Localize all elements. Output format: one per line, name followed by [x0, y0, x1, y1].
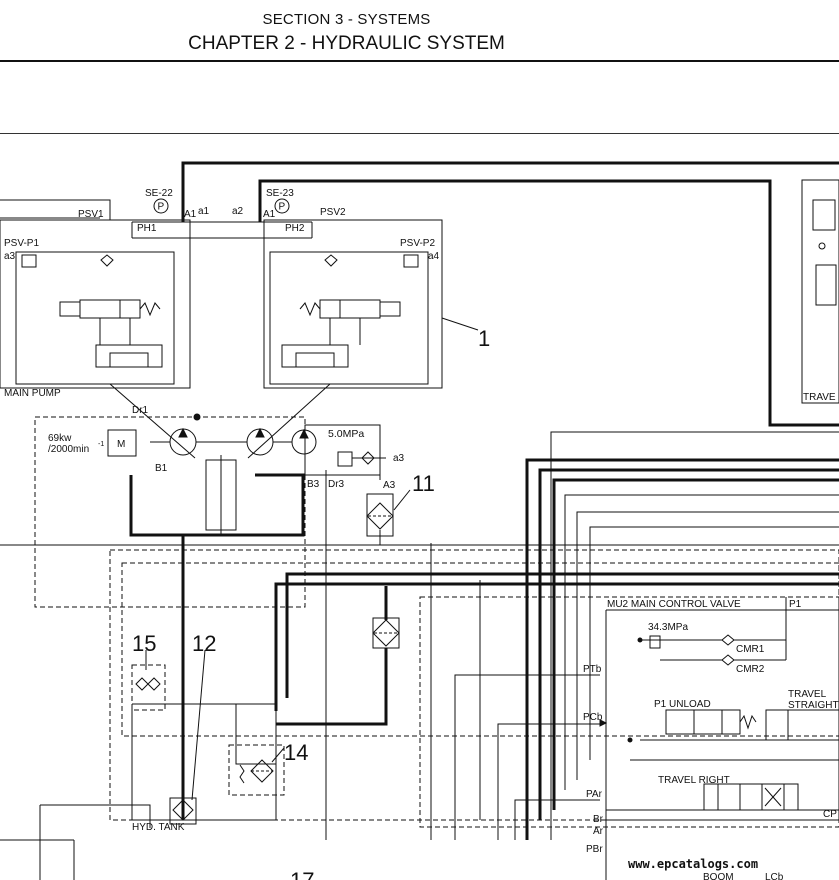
ref-number-11: 11 — [412, 471, 435, 496]
label-power-1: 69kw — [48, 433, 72, 444]
ref-14-leader — [271, 747, 285, 763]
section-divider — [0, 133, 839, 134]
label-power-sup: -1 — [98, 441, 104, 448]
label-psv2: PSV2 — [320, 207, 346, 218]
label-b1: B1 — [155, 463, 168, 474]
ref-12-leader — [191, 649, 206, 801]
label-a1-right: A1 — [263, 209, 276, 220]
label-relief: 34.3MPa — [648, 622, 688, 633]
main-pump-assembly — [0, 219, 443, 389]
ref-number-17: 17 — [290, 868, 314, 880]
label-psv-p2: PSV-P2 — [400, 238, 435, 249]
label-hyd-tank: HYD. TANK — [132, 822, 185, 833]
label-dr3: Dr3 — [328, 479, 345, 490]
motor — [107, 429, 137, 457]
label-ptb: PTb — [583, 664, 602, 675]
main-pressure-lines — [129, 161, 839, 840]
label-sensor-p1: P — [158, 202, 165, 213]
schematic-labels: MAIN PUMP PSV1 PSV2 PSV-P1 PSV-P2 SE-22 … — [4, 188, 839, 880]
travel-motor-block — [801, 179, 839, 404]
label-p1-port: P1 — [789, 599, 802, 610]
label-travel-right: TRAVEL RIGHT — [658, 775, 730, 786]
ref-1-leader — [441, 317, 479, 331]
label-se22: SE-22 — [145, 188, 173, 199]
psv-p1-valve — [21, 254, 37, 268]
label-sensor-p2: P — [279, 202, 286, 213]
servo-valve-left — [59, 254, 163, 368]
label-psv-p1: PSV-P1 — [4, 238, 39, 249]
label-lcb: LCb — [765, 872, 784, 880]
label-port-a2: a2 — [232, 206, 244, 217]
label-a3-port: A3 — [383, 480, 396, 491]
header-rule — [0, 60, 839, 62]
pressure-sensor-se23 — [274, 198, 290, 214]
label-port-a3: a3 — [4, 251, 16, 262]
pilot-relief-group — [304, 424, 386, 476]
line-filter — [372, 617, 400, 649]
label-se23: SE-23 — [266, 188, 294, 199]
main-control-valve — [599, 597, 839, 880]
label-power-2: /2000min — [48, 444, 89, 455]
label-psv1: PSV1 — [78, 209, 104, 220]
line-filter-11 — [366, 493, 394, 537]
label-br: Br — [593, 814, 604, 825]
label-cmr2: CMR2 — [736, 664, 765, 675]
pilot-lines — [0, 199, 839, 880]
dashed-enclosures — [34, 416, 839, 828]
psv-p2-valve — [403, 254, 419, 268]
label-pbr: PBr — [586, 844, 603, 855]
chapter-title: CHAPTER 2 - HYDRAULIC SYSTEM — [188, 33, 505, 54]
junction-dot — [193, 413, 201, 421]
label-b3: B3 — [307, 479, 320, 490]
label-main-pump: MAIN PUMP — [4, 388, 61, 399]
label-p1-unload: P1 UNLOAD — [654, 699, 711, 710]
ref-11-leader — [393, 489, 411, 511]
label-pilot-pressure: 5.0MPa — [328, 428, 364, 440]
pump-symbols — [109, 383, 331, 535]
check-valves-15 — [135, 677, 161, 691]
ref-number-1: 1 — [478, 326, 490, 351]
label-port-a3-pilot: a3 — [393, 453, 405, 464]
label-mu2: MU2 MAIN CONTROL VALVE — [607, 599, 741, 610]
label-boom: BOOM — [703, 872, 734, 880]
servo-valve-right — [281, 254, 401, 368]
section-title: SECTION 3 - SYSTEMS — [262, 11, 431, 28]
label-ar: Ar — [593, 826, 604, 837]
ref-number-14: 14 — [284, 740, 308, 765]
label-pcb: PCb — [583, 712, 603, 723]
pressure-sensor-se22 — [153, 198, 169, 214]
label-a1-left: A1 — [184, 209, 197, 220]
label-motor: M — [117, 439, 125, 450]
label-travel-cut: TRAVE — [803, 392, 836, 403]
label-ph1: PH1 — [137, 223, 157, 234]
label-travel-straight-2: STRAIGHT — [788, 700, 839, 711]
ref-number-15: 15 — [132, 631, 156, 656]
label-port-a4: a4 — [428, 251, 440, 262]
label-cmr1: CMR1 — [736, 644, 765, 655]
label-ph2: PH2 — [285, 223, 305, 234]
label-dr1: Dr1 — [132, 405, 149, 416]
watermark: www.epcatalogs.com — [628, 857, 758, 871]
label-travel-straight-1: TRAVEL — [788, 689, 827, 700]
label-cp: CP — [823, 809, 837, 820]
label-port-a1: a1 — [198, 206, 210, 217]
ref-number-12: 12 — [192, 631, 216, 656]
label-par: PAr — [586, 789, 603, 800]
hydraulic-tank — [131, 703, 277, 825]
